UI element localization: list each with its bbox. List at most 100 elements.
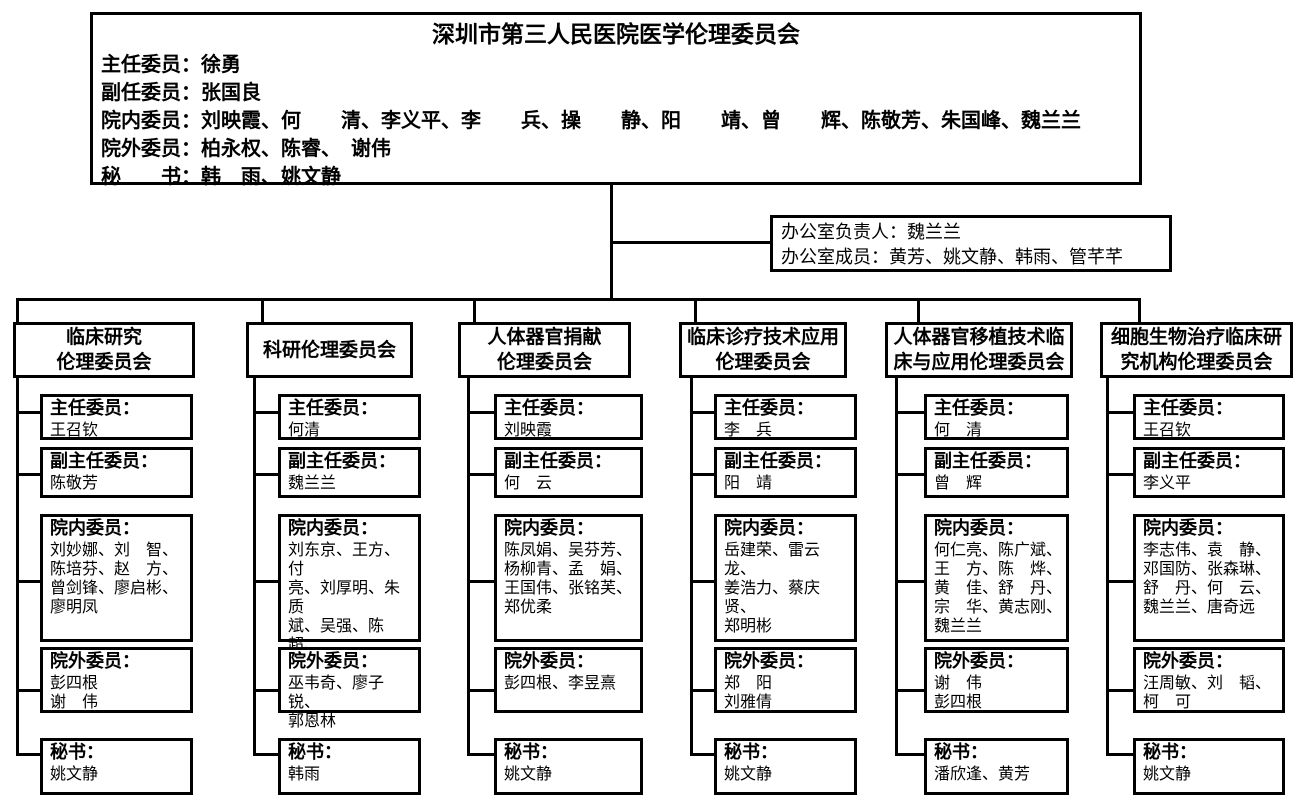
section-members: 彭四根、李昱熹 [504,673,617,692]
connector-tick-col5 [917,298,920,325]
vice-chairman-box: 副主任委员： 李义平 [1133,447,1285,498]
connector-spine-col2 [253,377,256,756]
section-label: 院外委员： [724,651,814,672]
connector-stub [895,473,927,476]
section-label: 主任委员： [934,398,1024,419]
connector-distributor-horizontal [16,298,1141,301]
connector-stub [16,580,43,583]
section-members: 汪周敏、刘 韬、 柯 可 [1143,673,1272,711]
section-members: 阳 靖 [724,473,773,492]
section-label: 副主任委员： [504,451,612,472]
section-label: 院外委员： [504,651,594,672]
office-box: 办公室负责人：魏兰兰 办公室成员：黄芳、姚文静、韩雨、管芊芊 [770,215,1172,272]
vice-chairman-box: 副主任委员： 何 云 [494,447,643,498]
connector-stub [16,689,43,692]
section-members: 刘映霞 [504,420,553,439]
chart-title: 深圳市第三人民医院医学伦理委员会 [432,22,800,48]
connector-stub [690,580,717,583]
connector-stub [467,753,497,756]
connector-stub [895,580,927,583]
internal-members-box: 院内委员： 刘妙娜、刘 智、 陈培芬、赵 方、 曾剑锋、廖启彬、 廖明凤 [40,514,193,642]
connector-spine-col1 [16,377,19,756]
connector-stub [253,753,281,756]
section-members: 姚文静 [724,764,773,783]
internal-members-box: 院内委员： 岳建荣、雷云龙、 姜浩力、蔡庆贤、 郑明彬 [714,514,857,642]
committee-header-scientific-research: 科研伦理委员会 [246,322,413,378]
connector-stub [1106,753,1136,756]
secretary-box: 秘书： 姚文静 [494,738,643,795]
connector-spine-col5 [895,377,898,756]
external-members-box: 院外委员： 彭四根、李昱熹 [494,647,643,713]
committee-header-cell-biotherapy: 细胞生物治疗临床研 究机构伦理委员会 [1100,322,1293,378]
section-members: 刘妙娜、刘 智、 陈培芬、赵 方、 曾剑锋、廖启彬、 廖明凤 [50,540,179,616]
vice-chairman-box: 副主任委员： 魏兰兰 [278,447,421,498]
connector-stub [895,411,927,414]
section-members: 魏兰兰 [288,473,337,492]
connector-stub [1106,411,1136,414]
connector-stub [467,411,497,414]
section-members: 陈敬芳 [50,473,99,492]
internal-members-box: 院内委员： 李志伟、袁 静、 邓国防、张森琳、 舒 丹、何 云、 魏兰兰、唐奇远 [1133,514,1285,642]
section-label: 主任委员： [724,398,814,419]
section-members: 李 兵 [724,420,773,439]
section-members: 王召钦 [50,420,99,439]
connector-stub [690,473,717,476]
connector-spine-col3 [467,377,470,756]
external-members-box: 院外委员： 汪周敏、刘 韬、 柯 可 [1133,647,1285,713]
vice-chairman-box: 副主任委员： 陈敬芳 [40,447,193,498]
section-members: 彭四根 谢 伟 [50,673,99,711]
connector-stub [1106,689,1136,692]
connector-stub [895,753,927,756]
section-label: 秘书： [934,742,988,763]
section-members: 谢 伟 彭四根 [934,673,983,711]
section-label: 主任委员： [1143,398,1233,419]
secretary-box: 秘书： 潘欣逢、黄芳 [924,738,1069,795]
committee-header-clinical-treatment-tech: 临床诊疗技术应用 伦理委员会 [679,322,847,378]
vice-chairman-box: 副主任委员： 阳 靖 [714,447,857,498]
committee-header-clinical-research: 临床研究 伦理委员会 [13,322,195,378]
connector-tick-col1 [16,298,19,325]
connector-spine-col6 [1106,377,1109,756]
chairman-box: 主任委员： 刘映霞 [494,394,643,440]
section-members: 姚文静 [50,764,99,783]
section-members: 何仁亮、陈广斌、 王 方、陈 烨、 黄 佳、舒 丹、 宗 华、黄志刚、 魏兰兰 [934,540,1063,635]
section-label: 院内委员： [724,518,814,539]
chairman-box: 主任委员： 王召钦 [40,394,193,440]
section-members: 何清 [288,420,321,439]
connector-stub [467,473,497,476]
section-label: 院外委员： [934,651,1024,672]
connector-stub [467,580,497,583]
section-members: 岳建荣、雷云龙、 姜浩力、蔡庆贤、 郑明彬 [724,540,821,635]
connector-tick-col3 [473,298,476,325]
vice-chairman-box: 副主任委员： 曾 辉 [924,447,1069,498]
section-members: 韩雨 [288,764,321,783]
section-label: 副主任委员： [1143,451,1251,472]
section-members: 姚文静 [504,764,553,783]
main-row-vice-chairman: 副任委员：张国良 [101,80,261,104]
section-label: 秘书： [504,742,558,763]
internal-members-box: 院内委员： 陈凤娟、吴芬芳、 杨柳青、孟 娟、 王国伟、张铭芙、 郑优柔 [494,514,643,642]
connector-tick-col6 [1138,298,1141,325]
connector-stub [690,411,717,414]
section-label: 院外委员： [288,651,378,672]
section-label: 秘书： [1143,742,1197,763]
connector-stub [690,753,717,756]
main-committee-box: 深圳市第三人民医院医学伦理委员会 主任委员：徐勇 副任委员：张国良 院内委员：刘… [90,12,1142,188]
chairman-box: 主任委员： 何 清 [924,394,1069,440]
section-label: 主任委员： [288,398,378,419]
section-members: 何 云 [504,473,553,492]
connector-tick-col4 [694,298,697,325]
section-label: 秘书： [724,742,778,763]
chairman-box: 主任委员： 王召钦 [1133,394,1285,440]
connector-tick-col2 [261,298,264,325]
secretary-box: 秘书： 姚文静 [714,738,857,795]
main-row-external-members: 院外委员：柏永权、陈睿、 谢伟 [101,136,391,160]
section-label: 副主任委员： [50,451,158,472]
section-label: 主任委员： [504,398,594,419]
committee-header-organ-donation: 人体器官捐献 伦理委员会 [458,322,631,378]
committee-header-organ-transplant: 人体器官移植技术临 床与应用伦理委员会 [885,322,1073,378]
secretary-box: 秘书： 姚文静 [1133,738,1285,795]
connector-office-horizontal [610,241,770,244]
section-label: 院外委员： [50,651,140,672]
